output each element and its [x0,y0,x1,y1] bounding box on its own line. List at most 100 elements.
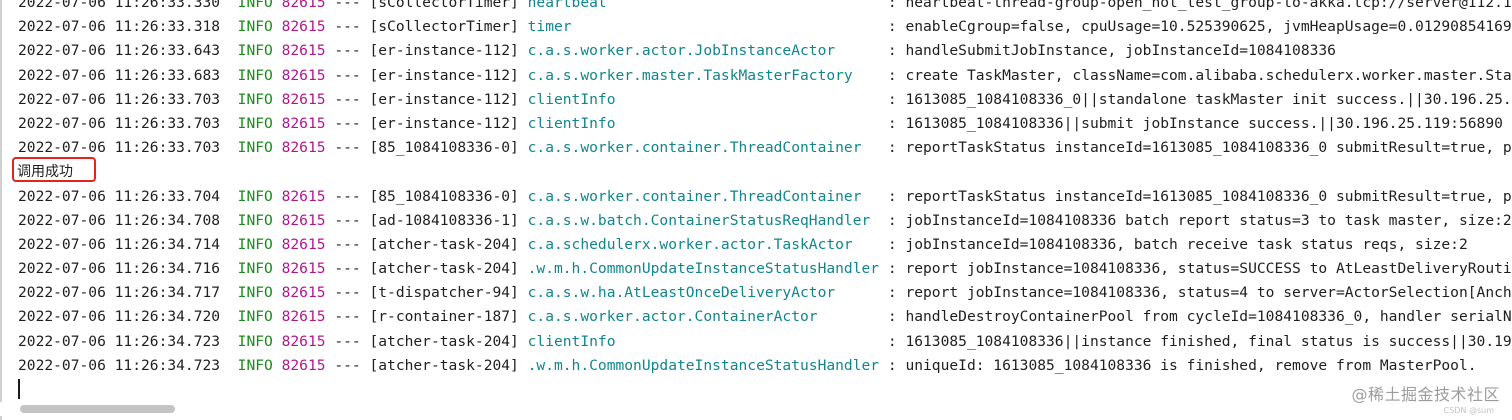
log-thread: [atcher-task-204] [369,356,528,374]
log-colon: : [879,42,906,60]
log-thread: [er-instance-112] [369,42,528,60]
log-line: 2022-07-06 11:26:34.723 INFO 82615 --- [… [18,354,1512,378]
log-line: 2022-07-06 11:26:33.318 INFO 82615 --- [… [18,15,1512,39]
log-logger: c.a.s.worker.actor.ContainerActor [527,308,880,326]
log-colon: : [879,235,906,253]
log-separator: --- [325,332,370,350]
log-logger: clientInfo [527,332,880,350]
log-pid: 82615 [281,260,326,278]
log-timestamp: 2022-07-06 11:26:33.703 [18,90,238,108]
log-timestamp: 2022-07-06 11:26:34.716 [18,260,238,278]
log-timestamp: 2022-07-06 11:26:33.330 [18,0,238,11]
log-message: handleSubmitJobInstance, jobInstanceId=1… [905,42,1336,60]
log-line: 2022-07-06 11:26:34.717 INFO 82615 --- [… [18,281,1512,305]
log-thread: [85_1084108336-0] [369,139,528,157]
log-separator: --- [325,18,370,36]
log-colon: : [879,0,906,11]
log-colon: : [879,284,906,302]
log-line: 2022-07-06 11:26:34.720 INFO 82615 --- [… [18,305,1512,329]
stdout-line: 调用成功 [17,160,1512,184]
log-level: INFO [237,18,282,36]
log-line: 2022-07-06 11:26:34.723 INFO 82615 --- [… [18,330,1512,354]
log-timestamp: 2022-07-06 11:26:34.708 [18,211,238,229]
log-thread: [r-container-187] [369,308,528,326]
log-timestamp: 2022-07-06 11:26:34.720 [18,308,238,326]
log-separator: --- [325,211,370,229]
log-separator: --- [325,90,370,108]
log-level: INFO [237,308,282,326]
log-pid: 82615 [281,139,326,157]
horizontal-scrollbar[interactable] [0,402,1512,416]
log-pid: 82615 [281,187,326,205]
log-logger: clientInfo [527,90,880,108]
log-timestamp: 2022-07-06 11:26:33.703 [18,139,238,157]
log-pid: 82615 [281,42,326,60]
horizontal-scrollbar-thumb[interactable] [20,405,175,413]
log-thread: [atcher-task-204] [369,260,528,278]
log-separator: --- [325,235,370,253]
log-logger: c.a.s.worker.container.ThreadContainer [527,139,880,157]
log-thread: [t-dispatcher-94] [369,284,528,302]
log-timestamp: 2022-07-06 11:26:33.704 [18,187,238,205]
log-colon: : [879,114,906,132]
log-level: INFO [237,90,282,108]
log-message: 1613085_1084108336||submit jobInstance s… [905,114,1503,132]
log-level: INFO [237,0,282,11]
log-pid: 82615 [281,332,326,350]
log-level: INFO [237,235,282,253]
log-pid: 82615 [281,18,326,36]
gutter-edge [0,0,2,420]
log-separator: --- [325,260,370,278]
log-level: INFO [237,66,282,84]
log-thread: [ad-1084108336-1] [369,211,528,229]
log-timestamp: 2022-07-06 11:26:33.318 [18,18,238,36]
log-message: 1613085_1084108336||instance finished, f… [905,332,1512,350]
log-level: INFO [237,139,282,157]
log-message: heartbeat-thread-group-open_hot_test_gro… [905,0,1512,11]
log-line: 2022-07-06 11:26:33.703 INFO 82615 --- [… [18,136,1512,160]
log-colon: : [879,211,906,229]
log-level: INFO [237,332,282,350]
log-logger: heartbeat [527,0,880,11]
log-colon: : [879,187,906,205]
log-message: handleDestroyContainerPool from cycleId=… [905,308,1512,326]
log-pid: 82615 [281,235,326,253]
log-colon: : [879,308,906,326]
log-separator: --- [325,114,370,132]
log-thread: [er-instance-112] [369,114,528,132]
log-line: 2022-07-06 11:26:33.643 INFO 82615 --- [… [18,39,1512,63]
log-thread: [atcher-task-204] [369,332,528,350]
log-separator: --- [325,284,370,302]
log-level: INFO [237,211,282,229]
log-message: 1613085_1084108336_0||standalone taskMas… [905,90,1512,108]
log-message: jobInstanceId=1084108336, batch receive … [905,235,1468,253]
log-logger: c.a.s.worker.master.TaskMasterFactory [527,66,880,84]
log-timestamp: 2022-07-06 11:26:34.723 [18,332,238,350]
log-thread: [atcher-task-204] [369,235,528,253]
log-level: INFO [237,284,282,302]
log-colon: : [879,18,906,36]
watermark-text: @稀土掘金技术社区 [1351,385,1500,404]
log-pid: 82615 [281,66,326,84]
stdout-text: 调用成功 [17,164,73,181]
log-pid: 82615 [281,284,326,302]
highlight-annotation [12,157,96,182]
log-thread: [er-instance-112] [369,90,528,108]
log-logger: c.a.schedulerx.worker.actor.TaskActor [527,235,880,253]
log-line: 2022-07-06 11:26:33.704 INFO 82615 --- [… [18,185,1512,209]
log-message: create TaskMaster, className=com.alibaba… [905,66,1512,84]
log-logger: .w.m.h.CommonUpdateInstanceStatusHandler [527,260,880,278]
log-logger: c.a.s.worker.actor.JobInstanceActor [527,42,880,60]
log-level: INFO [237,114,282,132]
log-thread: [85_1084108336-0] [369,187,528,205]
log-timestamp: 2022-07-06 11:26:33.703 [18,114,238,132]
log-colon: : [879,139,906,157]
log-timestamp: 2022-07-06 11:26:33.643 [18,42,238,60]
log-level: INFO [237,187,282,205]
log-line: 2022-07-06 11:26:34.716 INFO 82615 --- [… [18,257,1512,281]
log-message: uniqueId: 1613085_1084108336 is finished… [905,356,1477,374]
log-separator: --- [325,187,370,205]
log-separator: --- [325,139,370,157]
log-separator: --- [325,42,370,60]
